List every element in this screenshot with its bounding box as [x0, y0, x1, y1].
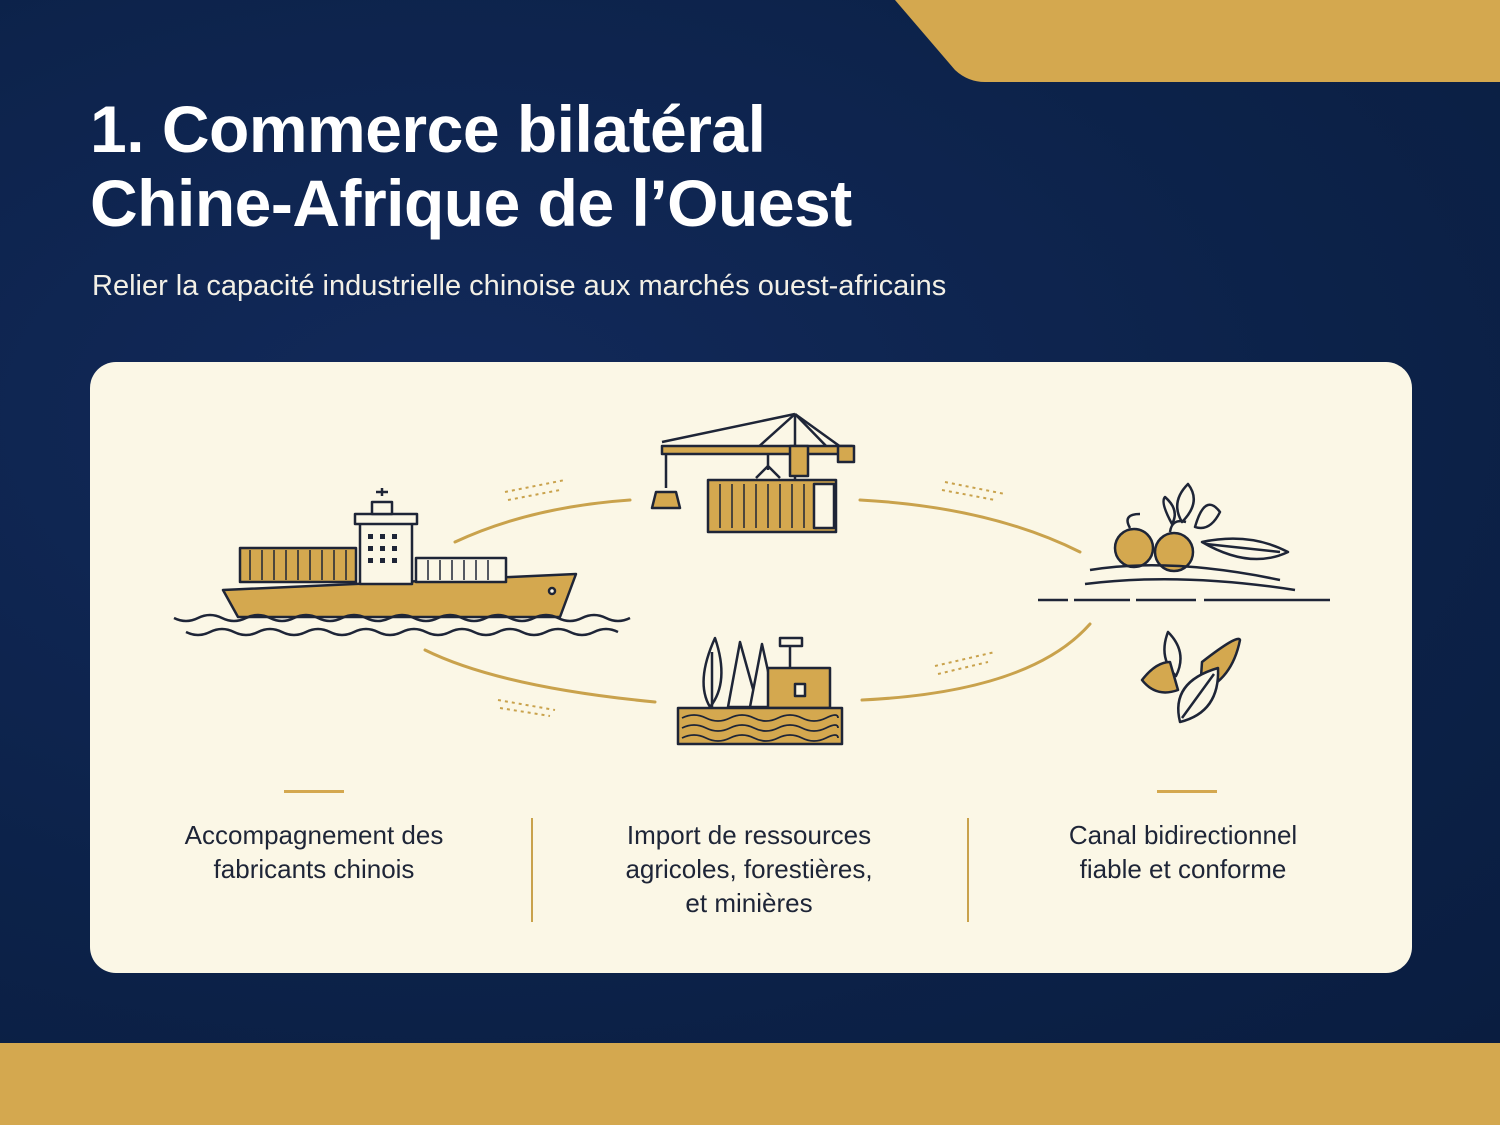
- arc-bottom-left: [423, 648, 657, 704]
- page-subtitle: Relier la capacité industrielle chinoise…: [92, 270, 947, 302]
- port-crane-icon: [650, 412, 856, 534]
- caption-line: Accompagnement des: [184, 820, 444, 850]
- caption-accent-right: [1157, 790, 1217, 793]
- forestry-mining-icon: [676, 636, 844, 746]
- title-line-2: Chine-Afrique de l’Ouest: [90, 166, 852, 240]
- caption-channel: Canal bidirectionnel fiable et conforme: [1018, 818, 1348, 886]
- caption-resources: Import de ressources agricoles, forestiè…: [584, 818, 914, 920]
- column-divider-2: [967, 818, 969, 922]
- trade-cycle-diagram: [173, 412, 1330, 746]
- caption-manufacturers: Accompagnement des fabricants chinois: [149, 818, 479, 886]
- caption-line: Canal bidirectionnel: [1068, 820, 1298, 850]
- column-divider-1: [531, 818, 533, 922]
- title-line-1: 1. Commerce bilatéral: [90, 92, 766, 166]
- content-panel: Accompagnement des fabricants chinois Im…: [90, 362, 1412, 973]
- caption-line: fabricants chinois: [213, 854, 415, 884]
- cargo-ship-icon: [173, 488, 631, 637]
- agriculture-produce-icon: [1038, 482, 1330, 602]
- gold-corner-accent: [895, 0, 1500, 82]
- cocoa-leaf-icon: [1140, 630, 1242, 724]
- caption-accent-left: [284, 790, 344, 793]
- arc-top-left: [453, 498, 632, 544]
- caption-line: Import de ressources: [626, 820, 872, 850]
- caption-line: et minières: [685, 888, 813, 918]
- motion-dashes: [497, 479, 1006, 717]
- arc-bottom-right: [860, 622, 1092, 702]
- page-title: 1. Commerce bilatéral Chine-Afrique de l…: [90, 92, 1090, 240]
- arc-top-right: [858, 498, 1082, 554]
- caption-line: fiable et conforme: [1079, 854, 1287, 884]
- cycle-arcs: [423, 498, 1092, 704]
- caption-line: agricoles, forestières,: [625, 854, 873, 884]
- gold-footer-band: [0, 1043, 1500, 1125]
